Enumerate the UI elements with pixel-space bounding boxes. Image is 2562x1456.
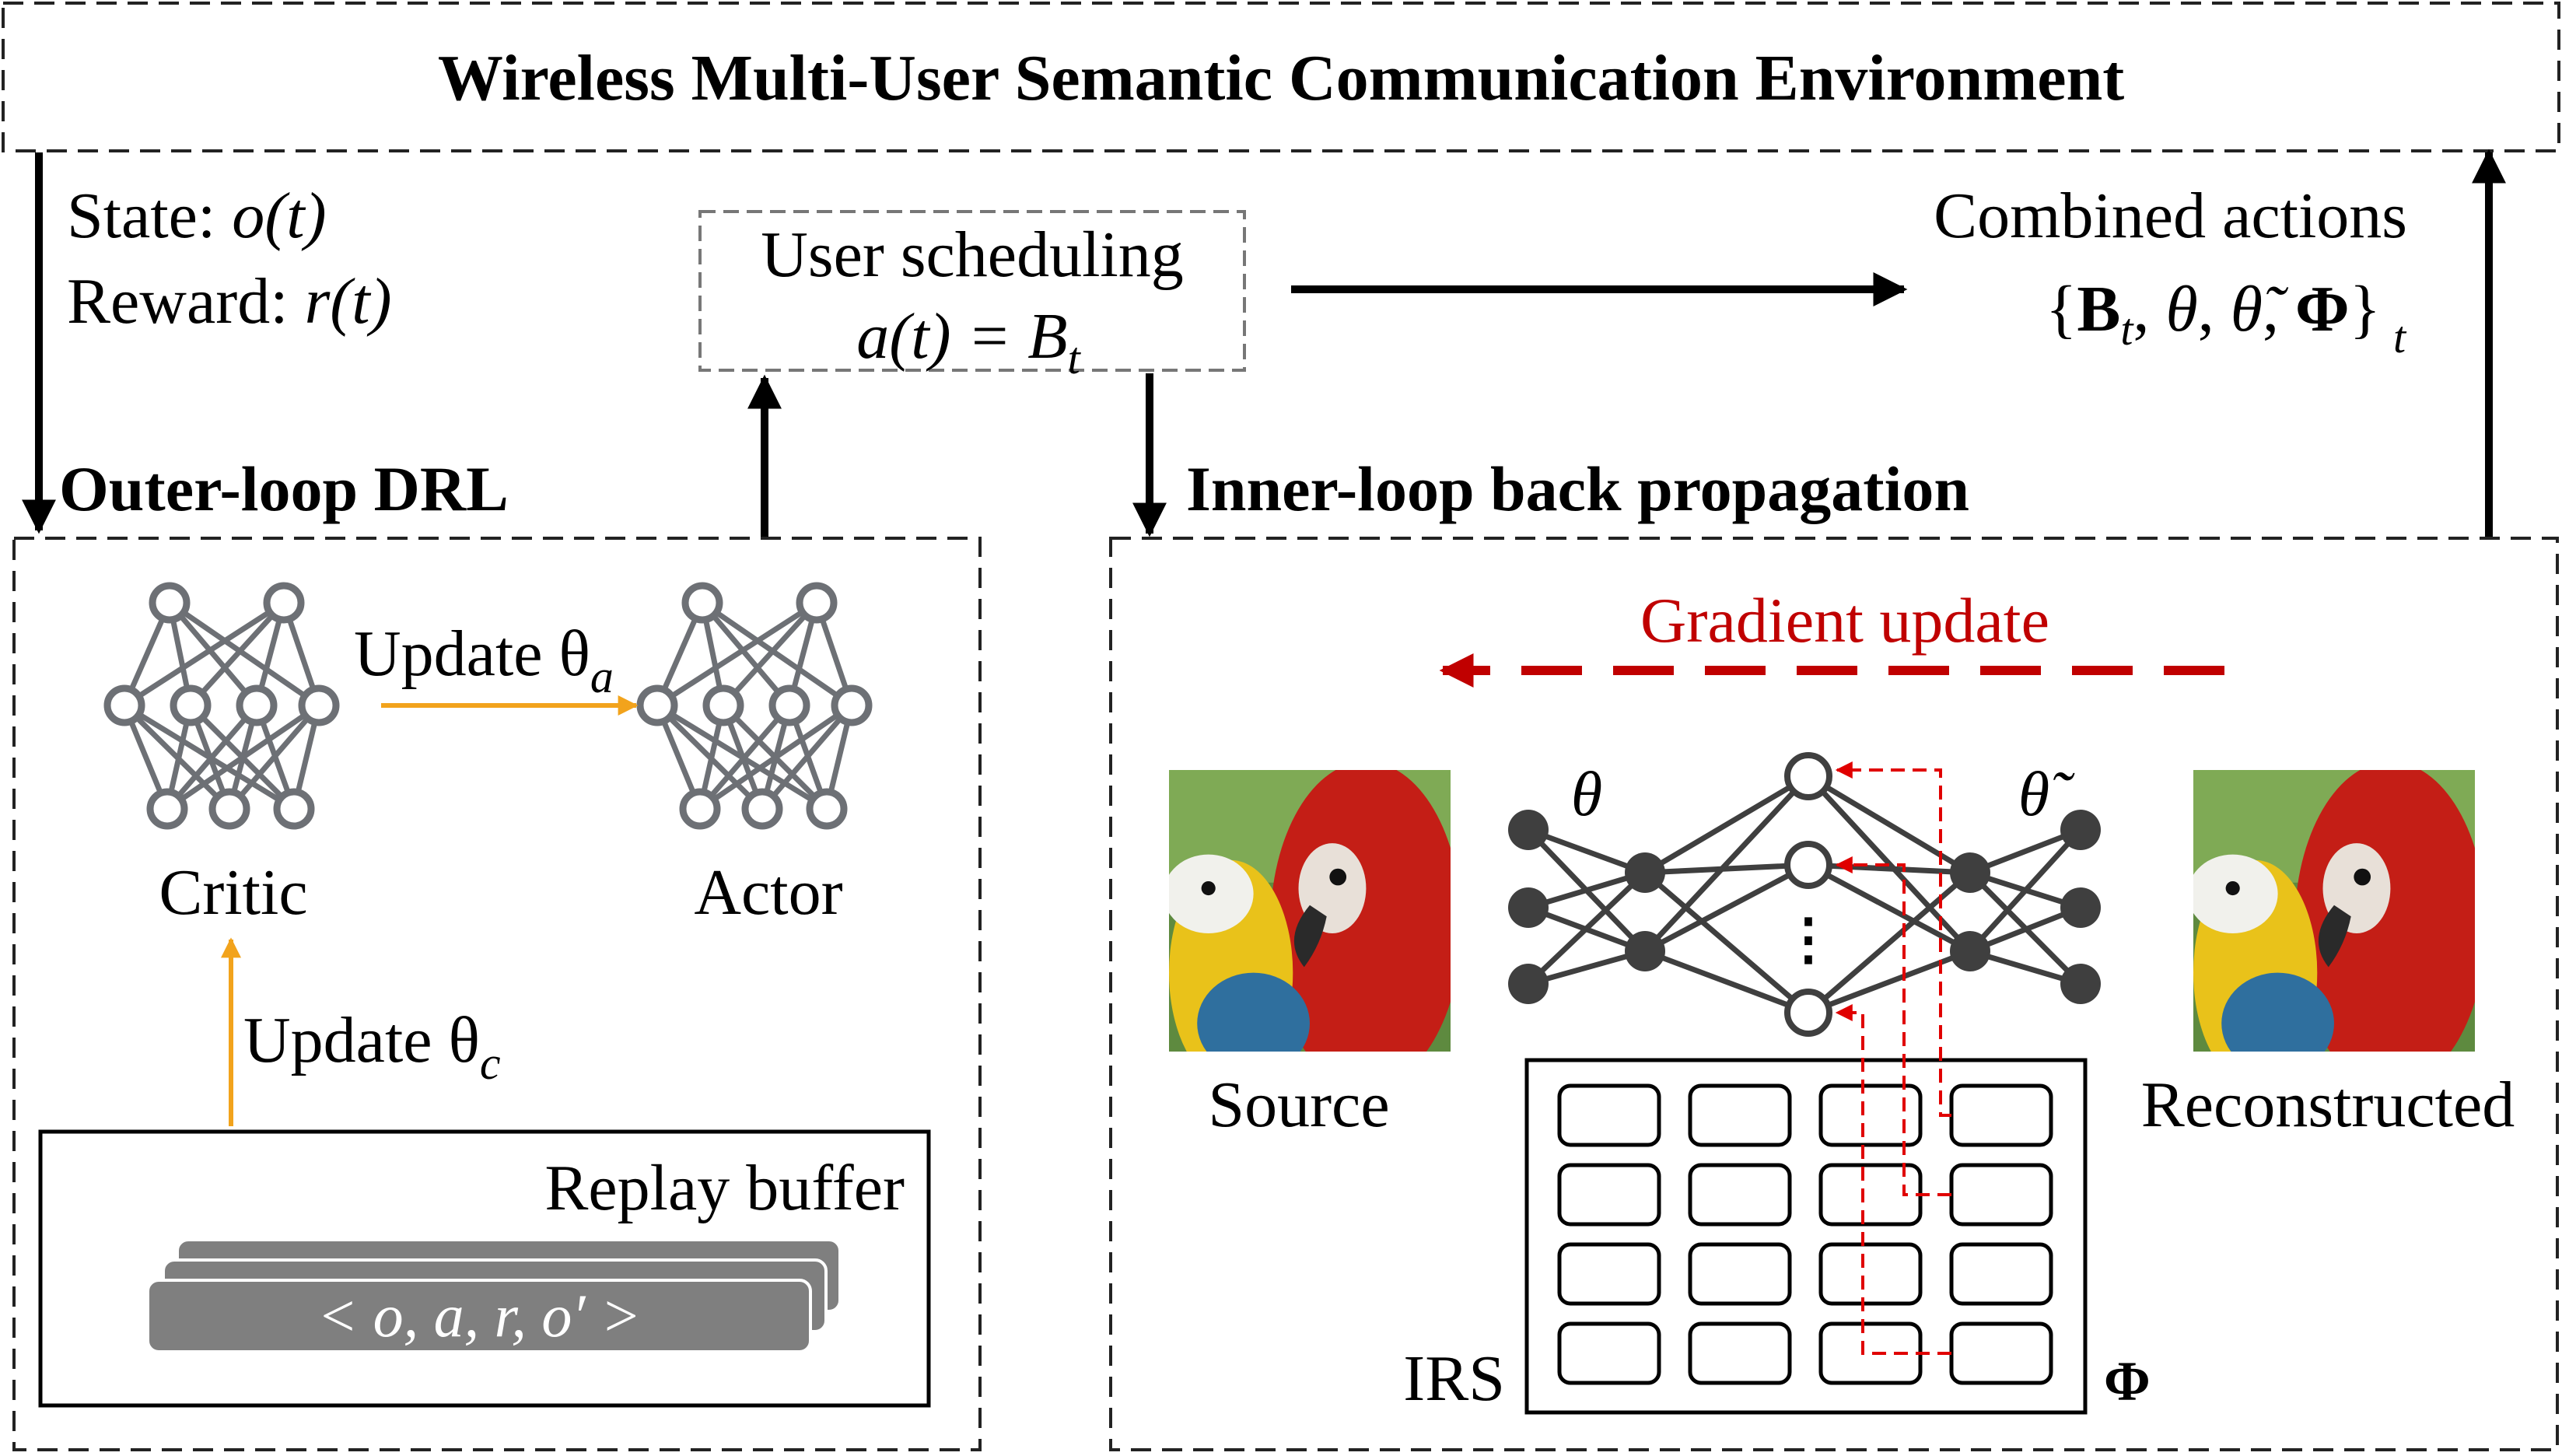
user-scheduling-subscript: t [1068,333,1082,383]
irs-label: IRS [1403,1342,1505,1415]
replay-buffer-title: Replay buffer [544,1152,905,1224]
reward-label: Reward: [67,265,305,338]
reward-variable: r(t) [305,265,392,338]
user-scheduling-box: User scheduling a(t) = Bt [698,210,1246,383]
update-critic-text: Update θc [243,1004,500,1089]
outer-loop-title: Outer-loop DRL [59,453,509,524]
state-reward-text: State: o(t) Reward: r(t) [67,180,392,338]
inner-loop-box [1109,537,2559,1451]
combined-actions: Combined actions {Bt, θ, θ̃, Φ}t [1934,180,2407,362]
reconstructed-label: Reconstructed [2141,1069,2515,1141]
critic-network-icon [103,582,340,830]
svg-text:State: o(t): State: o(t) [67,180,327,252]
irs-feedback-lines [1835,761,1951,1355]
phi-label: Φ [2104,1350,2151,1412]
actor-network-icon [636,582,873,830]
state-label: State: [67,180,232,252]
update-actor-text: Update θa [354,618,614,702]
svg-text:Reward: r(t): Reward: r(t) [67,265,392,338]
hidden-ellipsis: ⋮ [1780,908,1836,971]
environment-title: Wireless Multi-User Semantic Communicati… [438,42,2124,114]
actor-label: Actor [694,856,842,929]
outer-loop-box [12,537,982,1451]
replay-buffer: Replay buffer < o, a, r, o′ > [38,1129,931,1408]
environment-box: Wireless Multi-User Semantic Communicati… [2,2,2560,152]
combined-actions-label: Combined actions [1934,180,2407,252]
encoder-param-label: θ [1571,758,1602,829]
autoencoder-network-icon [1508,752,2101,1037]
svg-text:a(t) = Bt: a(t) = Bt [856,300,1081,383]
source-image [1169,770,1451,1052]
reconstructed-image [2193,770,2475,1052]
user-scheduling-label: User scheduling [761,219,1184,291]
irs-panel-icon [1524,1058,2088,1415]
source-label: Source [1208,1069,1389,1141]
state-variable: o(t) [232,180,326,252]
user-scheduling-equation: a(t) = B [856,300,1067,373]
svg-text:{Bt, θ, θ̃, Φ}t: {Bt, θ, θ̃, Φ}t [2046,273,2407,362]
critic-label: Critic [159,856,307,929]
inner-loop-title: Inner-loop back propagation [1186,453,1969,524]
gradient-update-label: Gradient update [1640,585,2049,656]
replay-tuple: < o, a, r, o′ > [317,1282,641,1349]
